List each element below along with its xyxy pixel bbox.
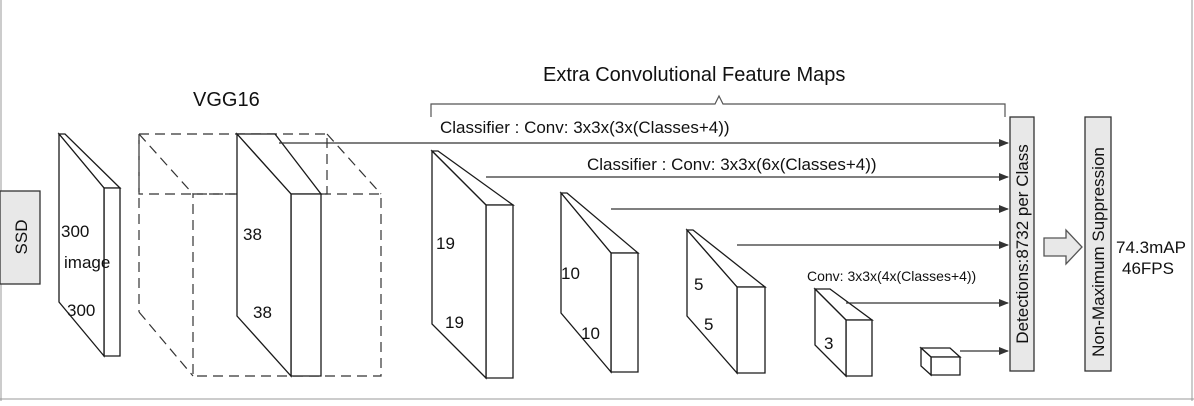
map19-size-bottom: 19: [445, 313, 464, 332]
vgg-map-size-bottom: 38: [253, 303, 272, 322]
ssd-label-box: SSD: [0, 190, 41, 285]
feature-map-10: 10 10: [559, 191, 640, 374]
vgg-feature-map-38: 38 38: [235, 132, 323, 378]
classifier-label-3: Conv: 3x3x(4x(Classes+4)): [807, 268, 976, 284]
feature-map-5: 5 5: [685, 228, 767, 375]
ssd-label: SSD: [12, 220, 31, 255]
input-word: image: [64, 253, 110, 272]
input-size-top: 300: [61, 222, 89, 241]
classifier-label-1: Classifier : Conv: 3x3x(3x(Classes+4)): [440, 118, 730, 137]
input-image-slab: 300 image 300: [57, 132, 122, 358]
input-size-bottom: 300: [67, 301, 95, 320]
map10-size-top: 10: [561, 264, 580, 283]
nms-bar: Non-Maximum Suppression: [1084, 116, 1112, 372]
map10-size-bottom: 10: [581, 324, 600, 343]
vgg16-block: VGG16: [138, 89, 382, 377]
block-arrow: [1043, 228, 1083, 266]
map5-size-bottom: 5: [704, 315, 713, 334]
feature-map-3: 3: [813, 287, 874, 378]
result-map: 74.3mAP: [1116, 238, 1186, 257]
result-fps: 46FPS: [1122, 259, 1174, 278]
vgg16-label: VGG16: [193, 89, 260, 111]
map5-size-top: 5: [694, 275, 703, 294]
map3-size-top: 3: [824, 334, 833, 353]
classifier-label-2: Classifier : Conv: 3x3x(6x(Classes+4)): [587, 155, 877, 174]
nms-label: Non-Maximum Suppression: [1089, 147, 1108, 357]
detections-bar: Detections:8732 per Class: [1009, 116, 1035, 372]
feature-map-19: 19 19: [430, 149, 516, 380]
detections-label: Detections:8732 per Class: [1013, 144, 1032, 343]
extra-maps-brace: [430, 94, 1006, 117]
feature-map-1: [919, 346, 962, 377]
extra-maps-title: Extra Convolutional Feature Maps: [543, 64, 845, 86]
classifier-arrows: [279, 139, 1009, 355]
map19-size-top: 19: [436, 234, 455, 253]
vgg-map-size-top: 38: [243, 225, 262, 244]
